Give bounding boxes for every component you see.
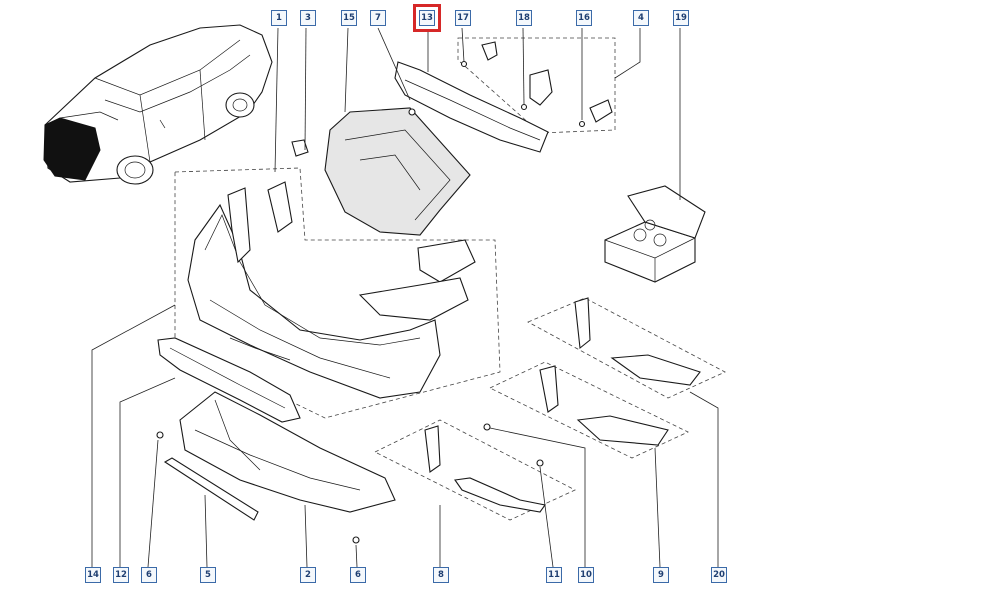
car-illustration [43, 24, 273, 185]
callout-8[interactable]: 8 [433, 567, 449, 583]
strip-part-5 [163, 457, 259, 521]
callout-3[interactable]: 3 [300, 10, 316, 26]
callout-20[interactable]: 20 [711, 567, 727, 583]
callout-15[interactable]: 15 [341, 10, 357, 26]
radiator-support-part-15 [324, 107, 471, 236]
callout-16[interactable]: 16 [576, 10, 592, 26]
callout-11[interactable]: 11 [546, 567, 562, 583]
callout-13-highlighted[interactable]: 13 [413, 4, 441, 32]
chrome-trim-bracket [424, 425, 441, 473]
lower-grille-part-12 [157, 337, 301, 423]
callout-1[interactable]: 1 [271, 10, 287, 26]
undertray-part-2 [179, 391, 396, 513]
callout-12[interactable]: 12 [113, 567, 129, 583]
fastener-kit-box-19 [604, 185, 706, 283]
chrome-trim-strip [454, 477, 546, 513]
fog-light-trim-upper [610, 354, 701, 386]
callout-6-left[interactable]: 6 [141, 567, 157, 583]
callout-18[interactable]: 18 [516, 10, 532, 26]
callout-7[interactable]: 7 [370, 10, 386, 26]
callout-17[interactable]: 17 [455, 10, 471, 26]
front-bumper-cover [187, 203, 441, 399]
fog-light-trim-lower [576, 415, 669, 446]
callout-19[interactable]: 19 [673, 10, 689, 26]
fog-light-bracket-upper [574, 297, 591, 350]
upper-beam-part-13 [394, 61, 549, 153]
callout-2[interactable]: 2 [300, 567, 316, 583]
callout-10[interactable]: 10 [578, 567, 594, 583]
callout-5[interactable]: 5 [200, 567, 216, 583]
callout-4[interactable]: 4 [633, 10, 649, 26]
callout-14[interactable]: 14 [85, 567, 101, 583]
callout-6-right[interactable]: 6 [350, 567, 366, 583]
bracket-parts [460, 41, 613, 128]
clip-part-3 [291, 139, 309, 157]
fog-light-bracket-lower [539, 365, 559, 413]
callout-9[interactable]: 9 [653, 567, 669, 583]
